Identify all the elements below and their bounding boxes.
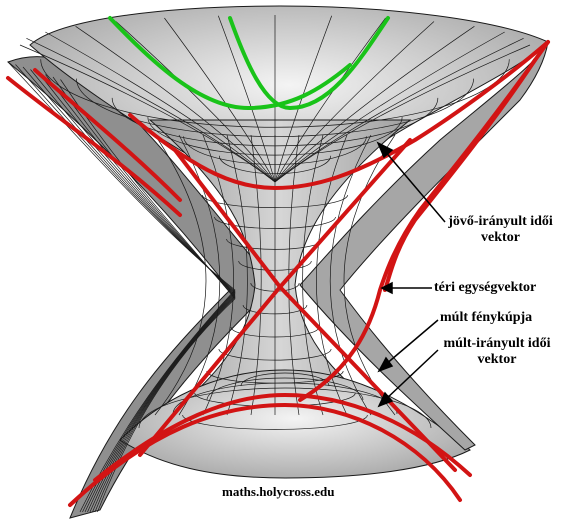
label-spacelike-unit: téri egységvektor [434, 280, 537, 295]
arrows [376, 141, 446, 408]
label-past-timelike: múlt-irányult idői vektor [432, 336, 562, 368]
left-edge-curve-2 [33, 68, 182, 202]
credit-text: maths.holycross.edu [222, 484, 335, 499]
mesh-upper-radial [115, 21, 276, 183]
mesh-upper-radial [26, 37, 276, 183]
mesh-upper-radial [274, 31, 505, 183]
light-cone-diagonal-2 [138, 138, 412, 457]
mesh-waist-meridian [250, 134, 262, 416]
mesh-upper-radial [274, 44, 531, 183]
mesh-upper-radial [164, 17, 276, 183]
mesh-waist-meridian [302, 134, 324, 416]
green-parabola-2 [228, 16, 390, 111]
mesh-waist-meridian [316, 134, 348, 416]
mesh-waist-meridian [154, 134, 207, 416]
past-hyperbola-2 [68, 402, 462, 507]
mesh-upper-radial [274, 17, 386, 183]
mesh-left-fin [22, 66, 236, 513]
mesh-waist-meridian [288, 134, 300, 416]
arrow-past-timelike [384, 349, 439, 401]
label-past-light-cone: múlt fénykúpja [440, 310, 533, 325]
red-curves [6, 40, 550, 507]
mesh-upper-radial [274, 37, 524, 183]
arrowhead-past-cone [377, 356, 394, 373]
mesh-left-fin [15, 64, 236, 513]
mesh-lower-ring [206, 377, 364, 401]
green-curves [108, 16, 390, 111]
mesh-waist-meridian [329, 134, 372, 416]
arrow-past-cone [384, 319, 439, 366]
right-edge-curve-2 [383, 58, 537, 292]
left-edge-curve-1 [6, 76, 182, 217]
label-future-timelike: jövő-irányult idői vektor [438, 214, 563, 246]
label-future-timelike-line1: jövő-irányult idői [448, 214, 553, 229]
arrowhead-spacelike [380, 281, 393, 295]
mesh-left-fin [60, 79, 236, 513]
mesh-lower-ring [138, 387, 432, 429]
mesh-upper-radial [274, 15, 333, 183]
arrowhead-future [376, 141, 394, 159]
label-past-timelike-line2: vektor [477, 352, 517, 367]
label-future-timelike-line2: vektor [481, 230, 520, 245]
arrowhead-past-timelike [377, 391, 394, 408]
label-past-timelike-line1: múlt-irányult idői [443, 336, 551, 351]
mesh-left-fin [7, 61, 236, 513]
mesh-upper-radial [75, 26, 276, 183]
mesh-upper-radial [274, 21, 435, 183]
mesh-upper-radial [45, 31, 276, 183]
future-hyperbola [128, 40, 550, 191]
mesh-waist-meridian [226, 134, 248, 416]
green-parabola-1 [108, 16, 352, 111]
mesh-upper-radial [274, 26, 475, 183]
mesh-upper-radial [19, 44, 276, 183]
past-hyperbola-1 [93, 392, 472, 482]
arrow-future [383, 149, 446, 223]
